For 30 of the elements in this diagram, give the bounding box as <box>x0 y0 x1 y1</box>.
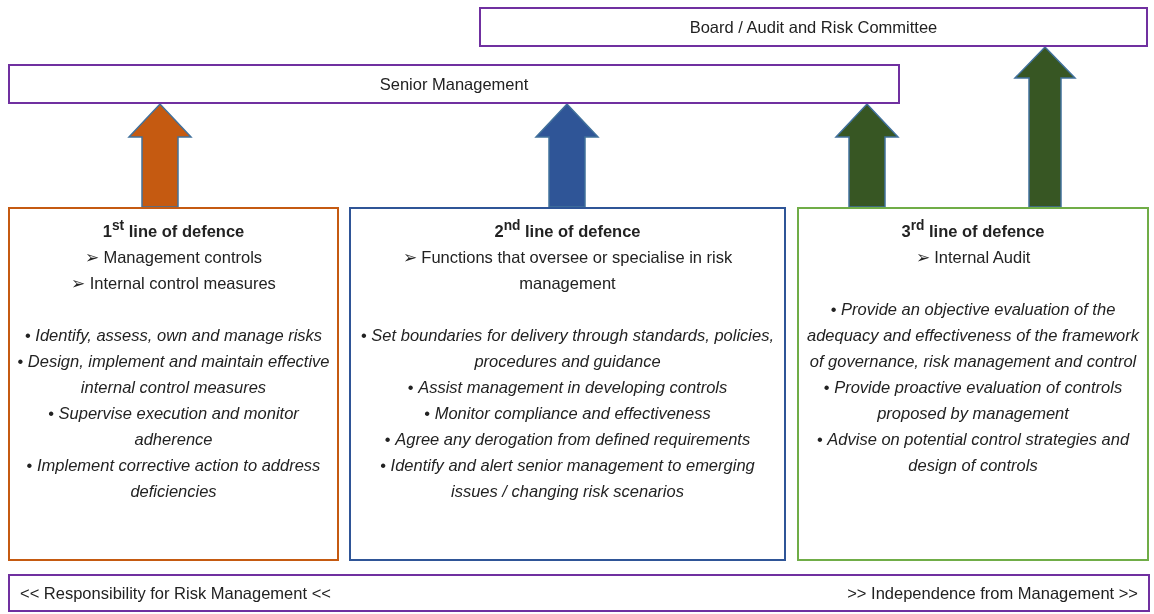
management-box <box>8 64 900 104</box>
list-item: • Supervise execution and monitor adherence <box>47 402 301 450</box>
list-item: ➢ Management controls <box>83 246 264 268</box>
list-item: • Implement corrective action to address deficiencies <box>25 454 322 502</box>
block-arrow <box>834 102 900 208</box>
list-item: • Advise on potential control strategies and design of controls <box>815 428 1131 476</box>
list-item: • Identify and alert senior management to emerging issues / changing risk scenarios <box>379 454 756 502</box>
label: >> Independence from Management >> <box>847 583 1138 604</box>
heading: 1$^{st}$ line of defence <box>101 217 246 242</box>
list-item: • Set boundaries for delivery through standards, policies, procedures and guidance <box>360 324 775 372</box>
block-arrow <box>534 102 600 208</box>
list-item: ➢ Internal Audit <box>914 246 1032 268</box>
block-arrow <box>127 102 193 208</box>
scale-bar <box>8 574 1150 612</box>
block-arrow <box>1013 45 1077 208</box>
label: Senior Management <box>379 74 529 95</box>
list-item: ➢ Functions that oversee or specialise in risk management <box>401 246 734 294</box>
committee-box <box>479 7 1148 47</box>
list-item: • Provide proactive evaluation of controls proposed by management <box>822 376 1124 424</box>
list-item: • Assist management in developing controls <box>406 376 729 398</box>
list-item: • Monitor compliance and effectiveness <box>423 402 712 424</box>
label: Board / Audit and Risk Committee <box>689 17 938 38</box>
list-item: ➢ Internal control measures <box>70 272 277 294</box>
list-item: • Agree any derogation from defined requirements <box>383 428 752 450</box>
list-item: • Identify, assess, own and manage risks <box>23 324 324 346</box>
list-item: • Provide an objective evaluation of the adequacy and effectiveness of the framework of governance, risk management and control <box>806 298 1141 372</box>
heading: 2$^{nd}$ line of defence <box>493 217 642 242</box>
label: << Responsibility for Risk Management << <box>20 583 331 604</box>
heading: 3$^{rd}$ line of defence <box>900 217 1046 242</box>
list-item: • Design, implement and maintain effective internal control measures <box>16 350 331 398</box>
